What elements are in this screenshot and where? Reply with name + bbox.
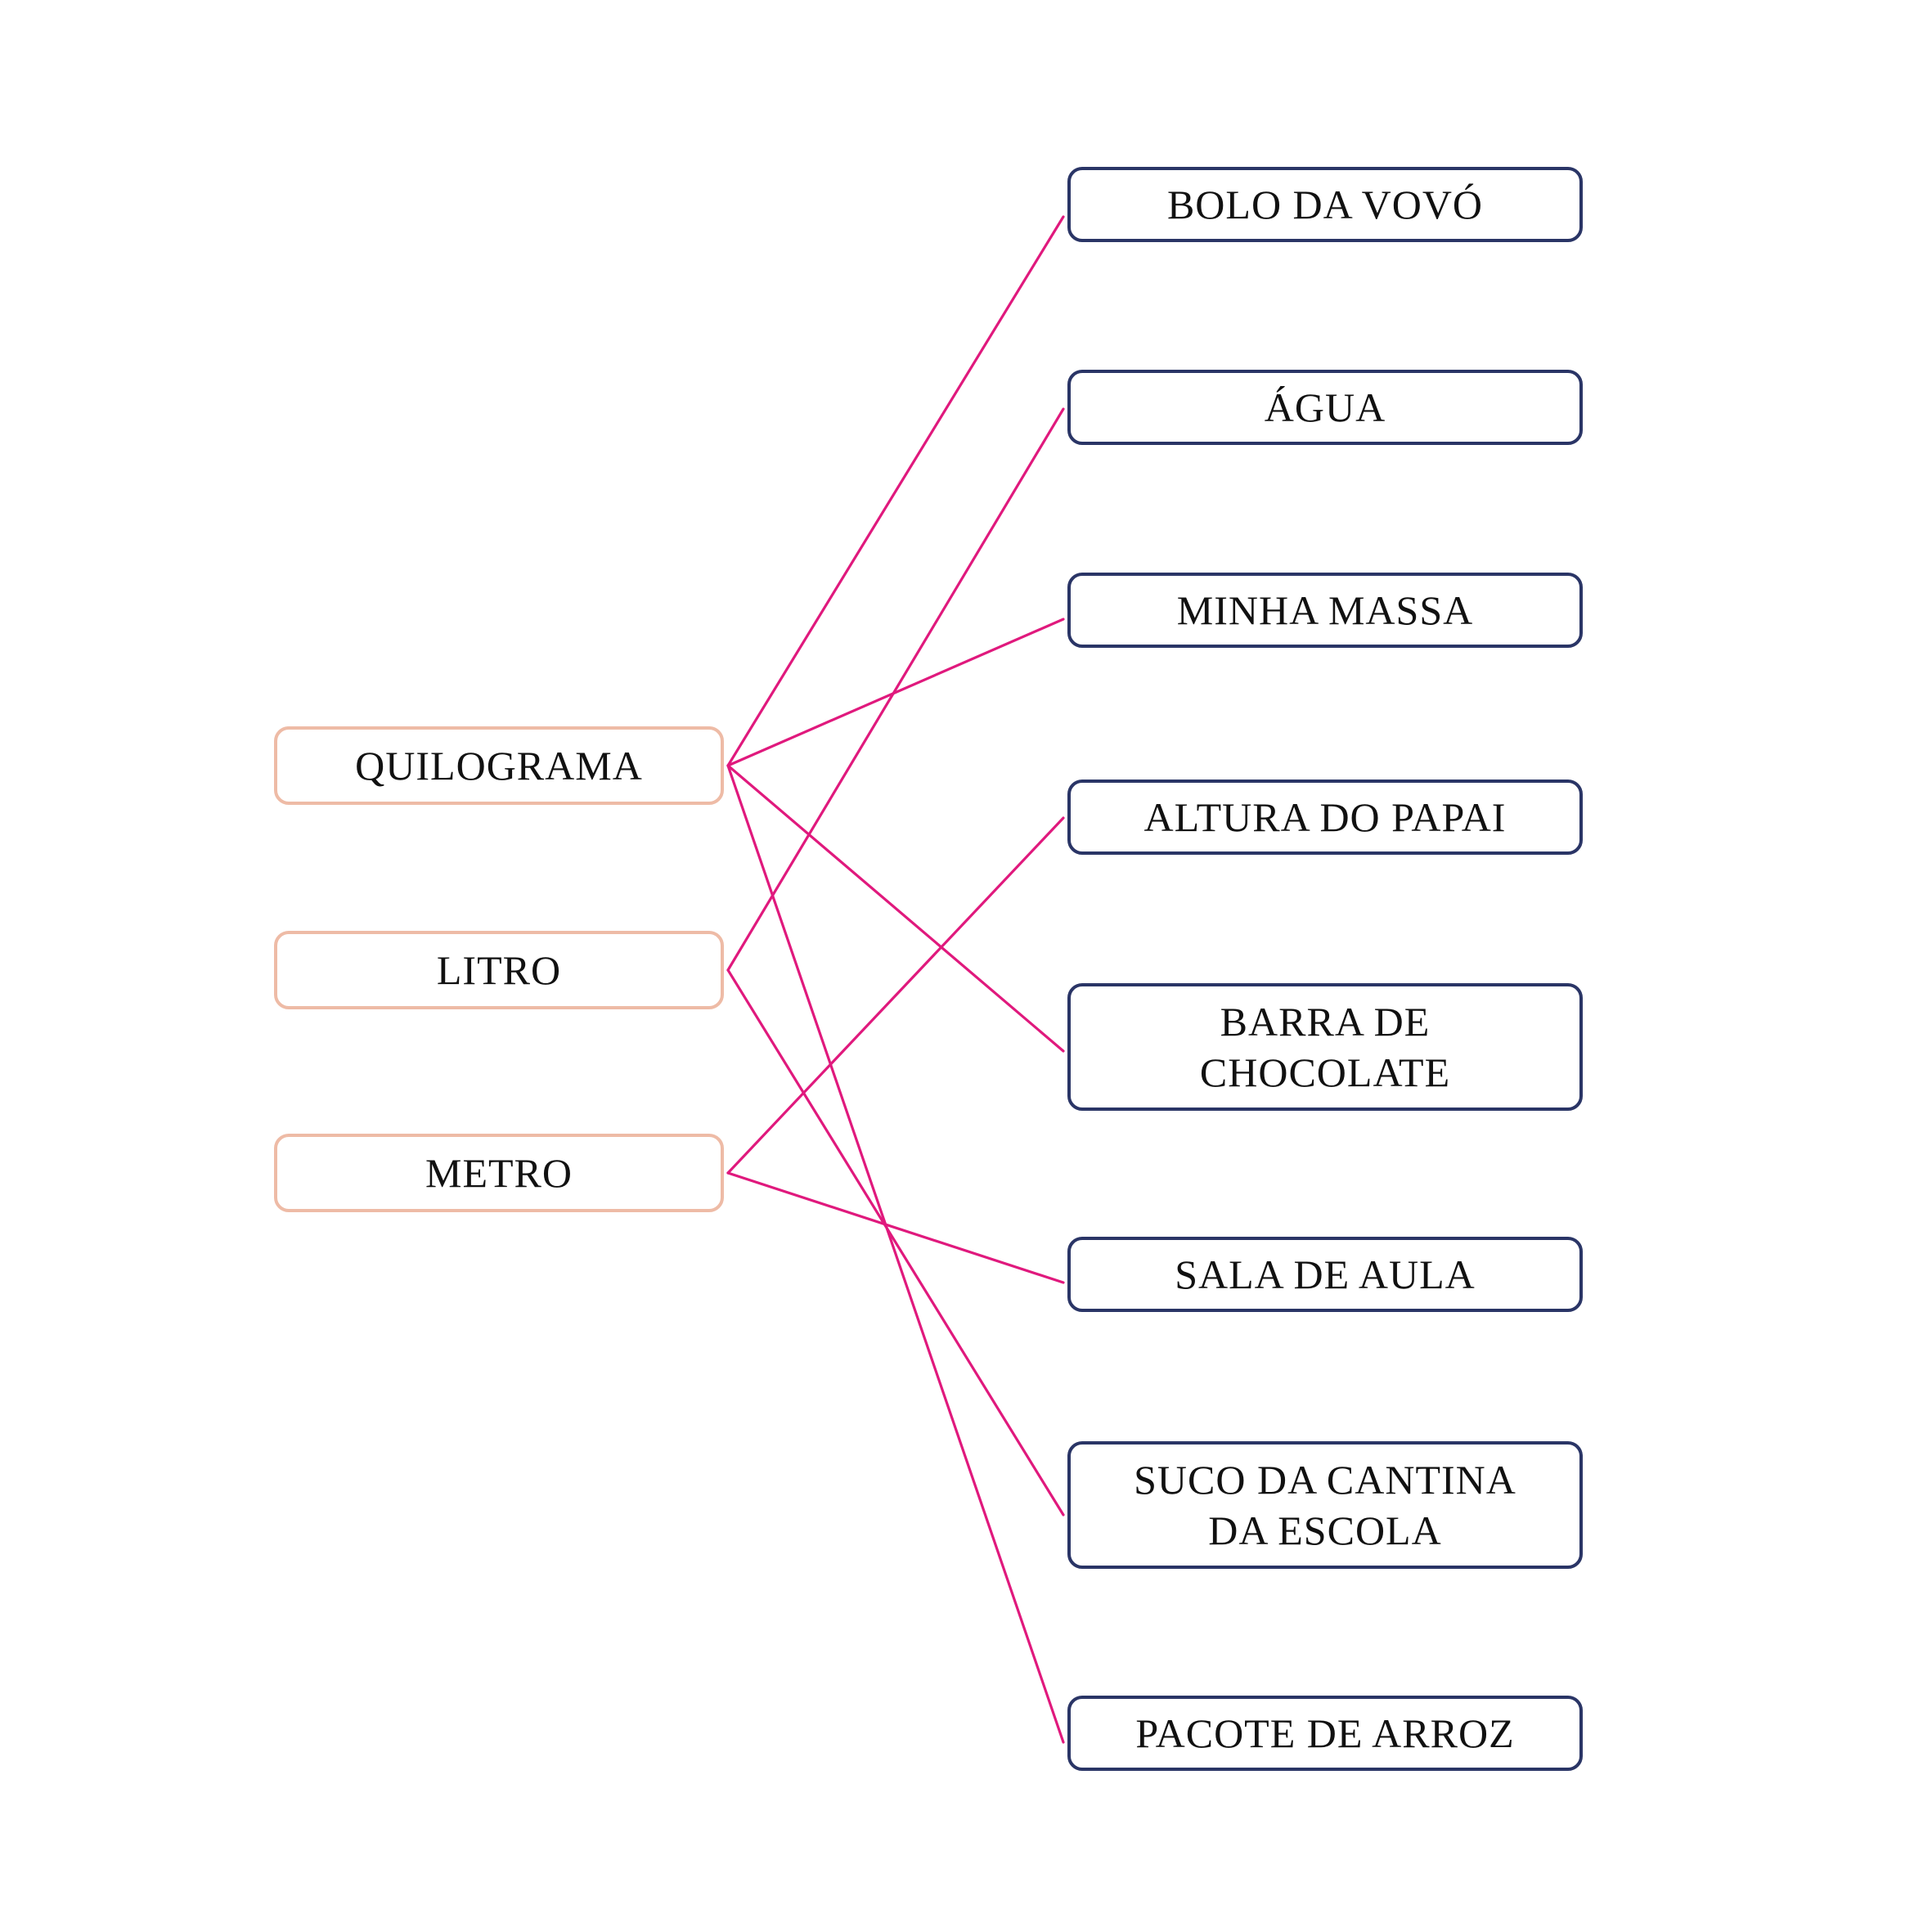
connector-quilograma-to-bolo [726, 215, 1065, 767]
item-label: SUCO DA CANTINA DA ESCOLA [1134, 1457, 1516, 1553]
item-box-arroz[interactable]: PACOTE DE ARROZ [1067, 1696, 1583, 1771]
item-label: PACOTE DE ARROZ [1135, 1710, 1515, 1756]
item-label: BOLO DA VOVÓ [1166, 182, 1484, 227]
item-box-chocolate[interactable]: BARRA DE CHOCOLATE [1067, 983, 1583, 1111]
connector-quilograma-to-chocolate [726, 764, 1065, 1053]
unit-label: QUILOGRAMA [355, 743, 643, 789]
unit-label: LITRO [436, 947, 562, 993]
item-label: ALTURA DO PAPAI [1143, 794, 1507, 840]
unit-box-litro[interactable]: LITRO [274, 931, 724, 1009]
item-label: ÁGUA [1264, 384, 1386, 430]
unit-box-metro[interactable]: METRO [274, 1134, 724, 1212]
item-box-agua[interactable]: ÁGUA [1067, 370, 1583, 445]
connector-metro-to-altura [726, 816, 1065, 1175]
item-box-bolo[interactable]: BOLO DA VOVÓ [1067, 167, 1583, 242]
connector-litro-to-suco [726, 968, 1065, 1516]
item-box-altura[interactable]: ALTURA DO PAPAI [1067, 780, 1583, 855]
connector-metro-to-sala [726, 1171, 1065, 1284]
item-box-suco[interactable]: SUCO DA CANTINA DA ESCOLA [1067, 1441, 1583, 1569]
connector-quilograma-to-arroz [726, 764, 1065, 1744]
unit-label: METRO [425, 1150, 573, 1196]
unit-box-quilograma[interactable]: QUILOGRAMA [274, 726, 724, 805]
connector-litro-to-agua [726, 407, 1065, 972]
connector-quilograma-to-massa [726, 618, 1065, 767]
item-label: BARRA DE CHOCOLATE [1199, 999, 1451, 1095]
item-box-massa[interactable]: MINHA MASSA [1067, 573, 1583, 648]
item-label: MINHA MASSA [1176, 587, 1474, 633]
item-box-sala[interactable]: SALA DE AULA [1067, 1237, 1583, 1312]
item-label: SALA DE AULA [1175, 1251, 1476, 1297]
